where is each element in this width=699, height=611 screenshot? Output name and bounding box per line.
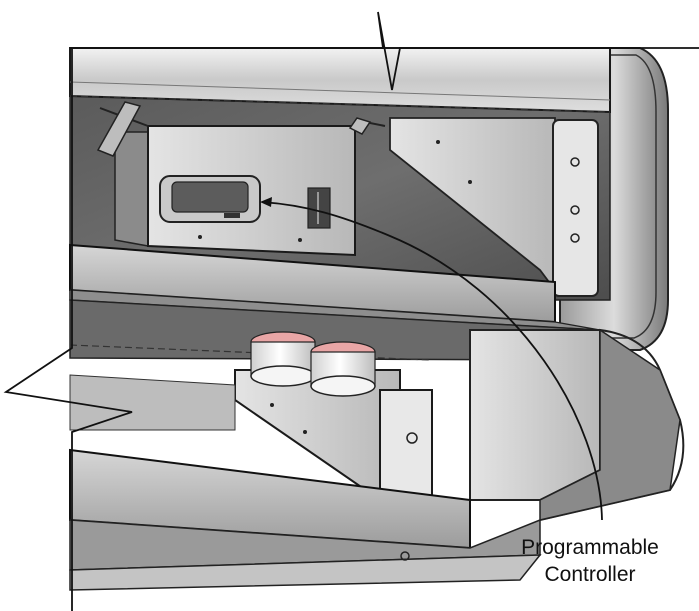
- lower-side-panel: [469, 329, 601, 501]
- callout-line-2: Controller: [544, 563, 636, 586]
- callout-line-1: Programmable: [521, 536, 659, 559]
- side-rail: [552, 119, 599, 297]
- callout-label: Programmable Controller: [500, 534, 680, 588]
- break-line-top: [70, 11, 699, 91]
- callout-arrowhead: [260, 197, 272, 207]
- callout-leader-line: [261, 201, 603, 521]
- upper-bracket: [389, 117, 556, 293]
- break-line-left: [3, 48, 133, 611]
